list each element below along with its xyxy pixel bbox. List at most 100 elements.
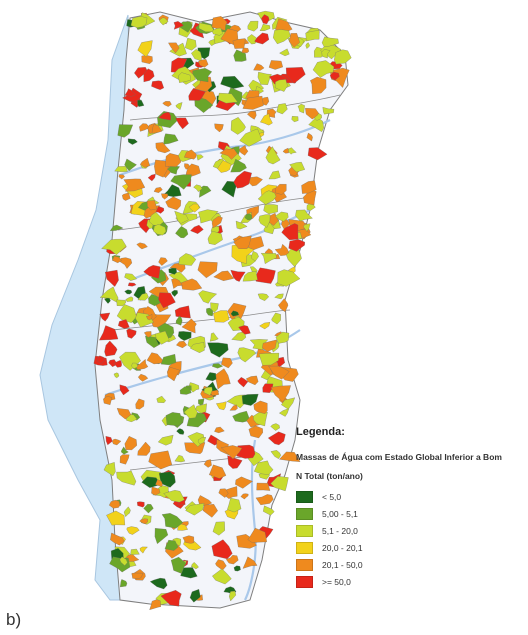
water-body-polygon <box>211 216 223 229</box>
water-body-polygon <box>233 170 252 189</box>
water-body-polygon <box>143 331 152 338</box>
water-body-polygon <box>321 36 339 48</box>
water-body-polygon <box>123 178 146 192</box>
water-body-polygon <box>230 117 246 135</box>
water-body-polygon <box>158 112 171 121</box>
water-body-polygon <box>134 67 148 79</box>
water-body-polygon <box>124 273 137 281</box>
legend-label: 20,1 - 50,0 <box>322 559 363 570</box>
water-body-polygon <box>161 193 168 200</box>
water-body-polygon <box>188 88 206 101</box>
water-body-polygon <box>137 99 145 107</box>
water-body-polygon <box>275 331 290 344</box>
water-body-polygon <box>174 305 191 319</box>
water-body-polygon <box>214 426 225 434</box>
water-body-polygon <box>109 224 124 231</box>
water-body-polygon <box>105 436 113 446</box>
water-body-polygon <box>247 110 257 120</box>
water-body-polygon <box>261 14 270 25</box>
water-body-polygon <box>192 68 213 83</box>
water-body-polygon <box>137 501 145 508</box>
legend-items: < 5,0 5,00 - 5,1 5,1 - 20,0 20,0 - 20,1 … <box>296 488 524 590</box>
water-body-polygon <box>265 146 281 165</box>
panel-label: b) <box>6 610 22 629</box>
water-body-polygon <box>268 60 283 70</box>
water-body-polygon <box>161 513 184 529</box>
water-body-polygon <box>119 351 141 371</box>
water-body-polygon <box>247 34 257 45</box>
water-body-polygon <box>178 72 191 83</box>
water-body-polygon <box>288 239 305 252</box>
water-body-polygon <box>257 293 270 301</box>
water-body-polygon <box>131 362 139 369</box>
water-body-polygon <box>168 42 180 54</box>
legend-swatch <box>296 490 313 503</box>
water-body-polygon <box>143 503 154 514</box>
water-body-polygon <box>279 48 290 57</box>
water-body-polygon <box>207 342 229 358</box>
water-body-polygon <box>295 209 313 222</box>
water-body-polygon <box>212 521 225 536</box>
water-body-polygon <box>230 310 240 317</box>
water-body-polygon <box>165 196 182 211</box>
water-body-polygon <box>212 568 232 585</box>
water-body-polygon <box>278 298 289 313</box>
water-body-polygon <box>114 166 128 173</box>
water-body-polygon <box>160 354 177 366</box>
legend-unit: N Total (ton/ano) <box>296 471 363 481</box>
legend-label: 5,1 - 20,0 <box>322 525 358 536</box>
water-body-polygon <box>137 40 153 58</box>
water-body-polygon <box>122 192 131 201</box>
water-body-polygon <box>279 408 290 417</box>
water-body-polygon <box>151 80 164 90</box>
water-body-polygon <box>279 451 301 462</box>
water-body-polygon <box>262 339 277 352</box>
water-body-polygon <box>181 278 203 291</box>
water-body-polygon <box>96 355 105 364</box>
water-body-polygon <box>123 506 131 517</box>
water-body-polygon <box>137 292 149 301</box>
water-body-polygon <box>211 363 224 369</box>
water-body-polygon <box>277 269 301 287</box>
water-body-polygon <box>126 328 137 339</box>
water-body-polygon <box>240 493 249 500</box>
water-body-polygon <box>237 347 257 363</box>
water-body-polygon <box>262 383 274 393</box>
water-body-polygon <box>101 238 127 255</box>
water-body-polygon <box>244 213 253 221</box>
legend-item: 5,00 - 5,1 <box>296 505 524 522</box>
water-body-polygon <box>116 304 137 323</box>
water-body-polygon <box>232 38 246 49</box>
water-body-polygon <box>174 210 189 224</box>
water-body-polygon <box>263 505 275 516</box>
legend-item: >= 50,0 <box>296 573 524 590</box>
water-body-polygon <box>183 149 197 160</box>
water-body-polygon <box>232 410 251 423</box>
water-body-polygon <box>198 22 215 32</box>
water-body-polygon <box>120 579 128 588</box>
water-body-polygon <box>301 180 317 194</box>
water-body-polygon <box>312 60 335 78</box>
water-body-polygon <box>255 494 274 506</box>
water-body-polygon <box>218 488 229 498</box>
water-body-polygon <box>118 174 125 180</box>
water-body-polygon <box>233 565 241 572</box>
legend-label: 20,0 - 20,1 <box>322 542 363 553</box>
legend-item: < 5,0 <box>296 488 524 505</box>
water-body-polygon <box>127 138 138 145</box>
water-body-polygon <box>248 425 263 439</box>
water-body-polygon <box>168 267 177 275</box>
water-body-polygon <box>209 332 219 342</box>
water-body-polygon <box>146 352 166 365</box>
water-body-polygon <box>245 375 259 386</box>
water-body-polygon <box>126 526 140 535</box>
water-body-polygon <box>149 599 161 611</box>
water-body-polygon <box>163 490 185 503</box>
water-body-polygon <box>139 123 151 132</box>
water-body-polygon <box>175 102 183 110</box>
water-body-polygon <box>116 470 137 486</box>
water-body-polygon <box>143 68 155 83</box>
water-body-polygon <box>247 20 259 32</box>
water-body-polygon <box>178 253 197 266</box>
